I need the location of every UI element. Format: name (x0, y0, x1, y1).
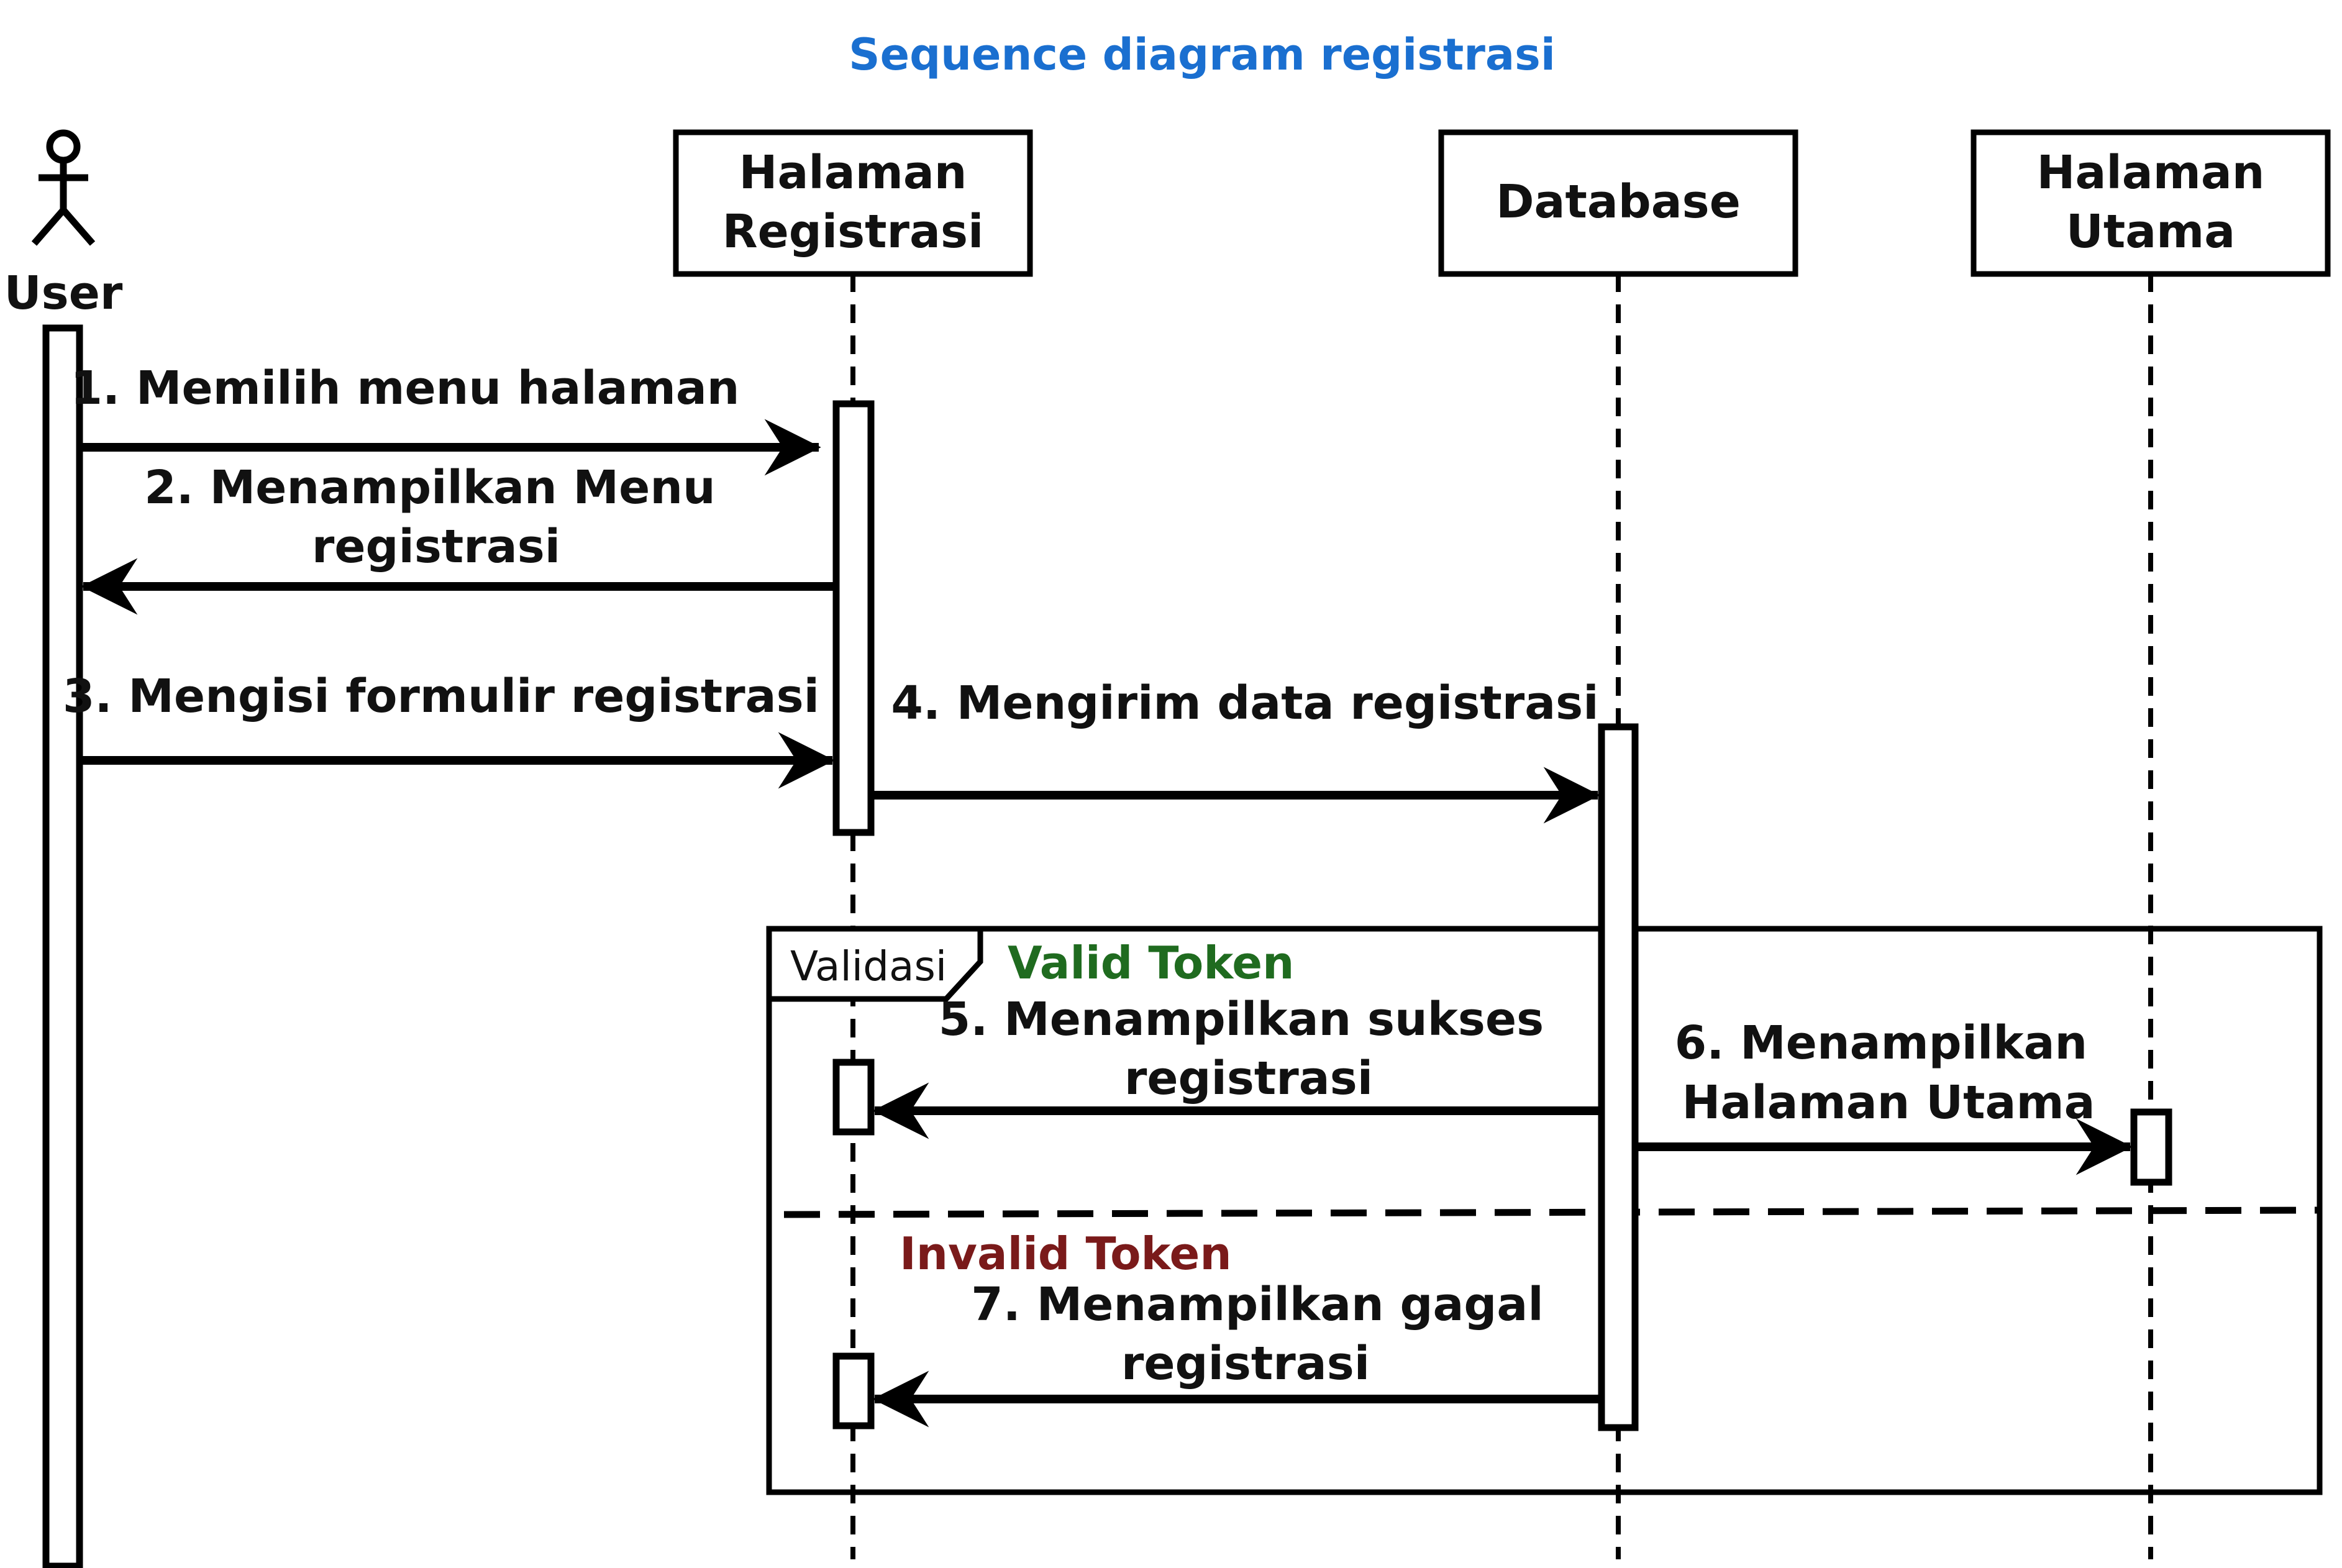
message-6: 6. Menampilkan Halaman Utama (1635, 1016, 2133, 1175)
actor-left-leg (31, 207, 66, 246)
participant-halaman-registrasi: Halaman Registrasi (673, 129, 1033, 277)
message-2: 2. Menampilkan Menu registrasi (81, 461, 836, 615)
message-7: 7. Menampilkan gagal registrasi (872, 1278, 1602, 1428)
participant-label-line-2: Registrasi (722, 205, 984, 258)
message-label-line-2: Halaman Utama (1682, 1076, 2095, 1129)
activation-halaman-registrasi (832, 400, 875, 836)
message-label: 1. Memilih menu halaman (71, 362, 740, 415)
participant-database: Database (1438, 129, 1798, 277)
fragment-label-tab (766, 926, 983, 1002)
actor-right-leg (60, 207, 96, 246)
fragment-operand-separator (783, 1206, 2320, 1218)
message-label-line-1: 7. Menampilkan gagal (971, 1278, 1543, 1331)
actor-head (46, 129, 81, 164)
activation-halaman-registrasi-invalid (832, 1352, 875, 1429)
participant-label: Database (1496, 175, 1741, 229)
participant-box (673, 129, 1033, 277)
activation-user (42, 324, 83, 1568)
participant-halaman-utama: Halaman Utama (1971, 129, 2331, 277)
message-1: 1. Memilih menu halaman (71, 362, 821, 476)
diagram-title: Sequence diagram registrasi (849, 29, 1556, 80)
message-label: 4. Mengirim data registrasi (891, 677, 1598, 730)
guard-invalid-token: Invalid Token (900, 1228, 1232, 1280)
activation-halaman-registrasi-valid (832, 1059, 875, 1136)
activation-database (1598, 723, 1639, 1431)
message-label-line-1: 6. Menampilkan (1675, 1016, 2087, 1070)
message-3: 3. Mengisi formulir registrasi (63, 670, 835, 789)
actor-user: User (4, 129, 123, 320)
activation-halaman-utama (2130, 1108, 2172, 1186)
message-label-line-1: 5. Menampilkan sukses (939, 993, 1544, 1046)
participant-label-line-2: Utama (2066, 205, 2235, 258)
message-label-line-1: 2. Menampilkan Menu (144, 461, 715, 514)
message-5: 5. Menampilkan sukses registrasi (872, 993, 1602, 1139)
participant-box (1971, 129, 2331, 277)
fragment-label: Validasi (790, 942, 947, 990)
message-label-line-2: registrasi (312, 520, 560, 573)
alt-fragment: Validasi Valid Token Invalid Token (766, 926, 2323, 1495)
participant-box (1438, 129, 1798, 277)
message-4: 4. Mengirim data registrasi (871, 677, 1600, 824)
message-label-line-2: registrasi (1124, 1052, 1373, 1105)
guard-valid-token: Valid Token (1008, 937, 1294, 989)
actor-label: User (4, 267, 123, 320)
message-label: 3. Mengisi formulir registrasi (63, 670, 819, 723)
participant-label-line-1: Halaman (739, 146, 967, 199)
participant-label-line-1: Halaman (2037, 146, 2265, 199)
message-label-line-2: registrasi (1121, 1337, 1370, 1390)
